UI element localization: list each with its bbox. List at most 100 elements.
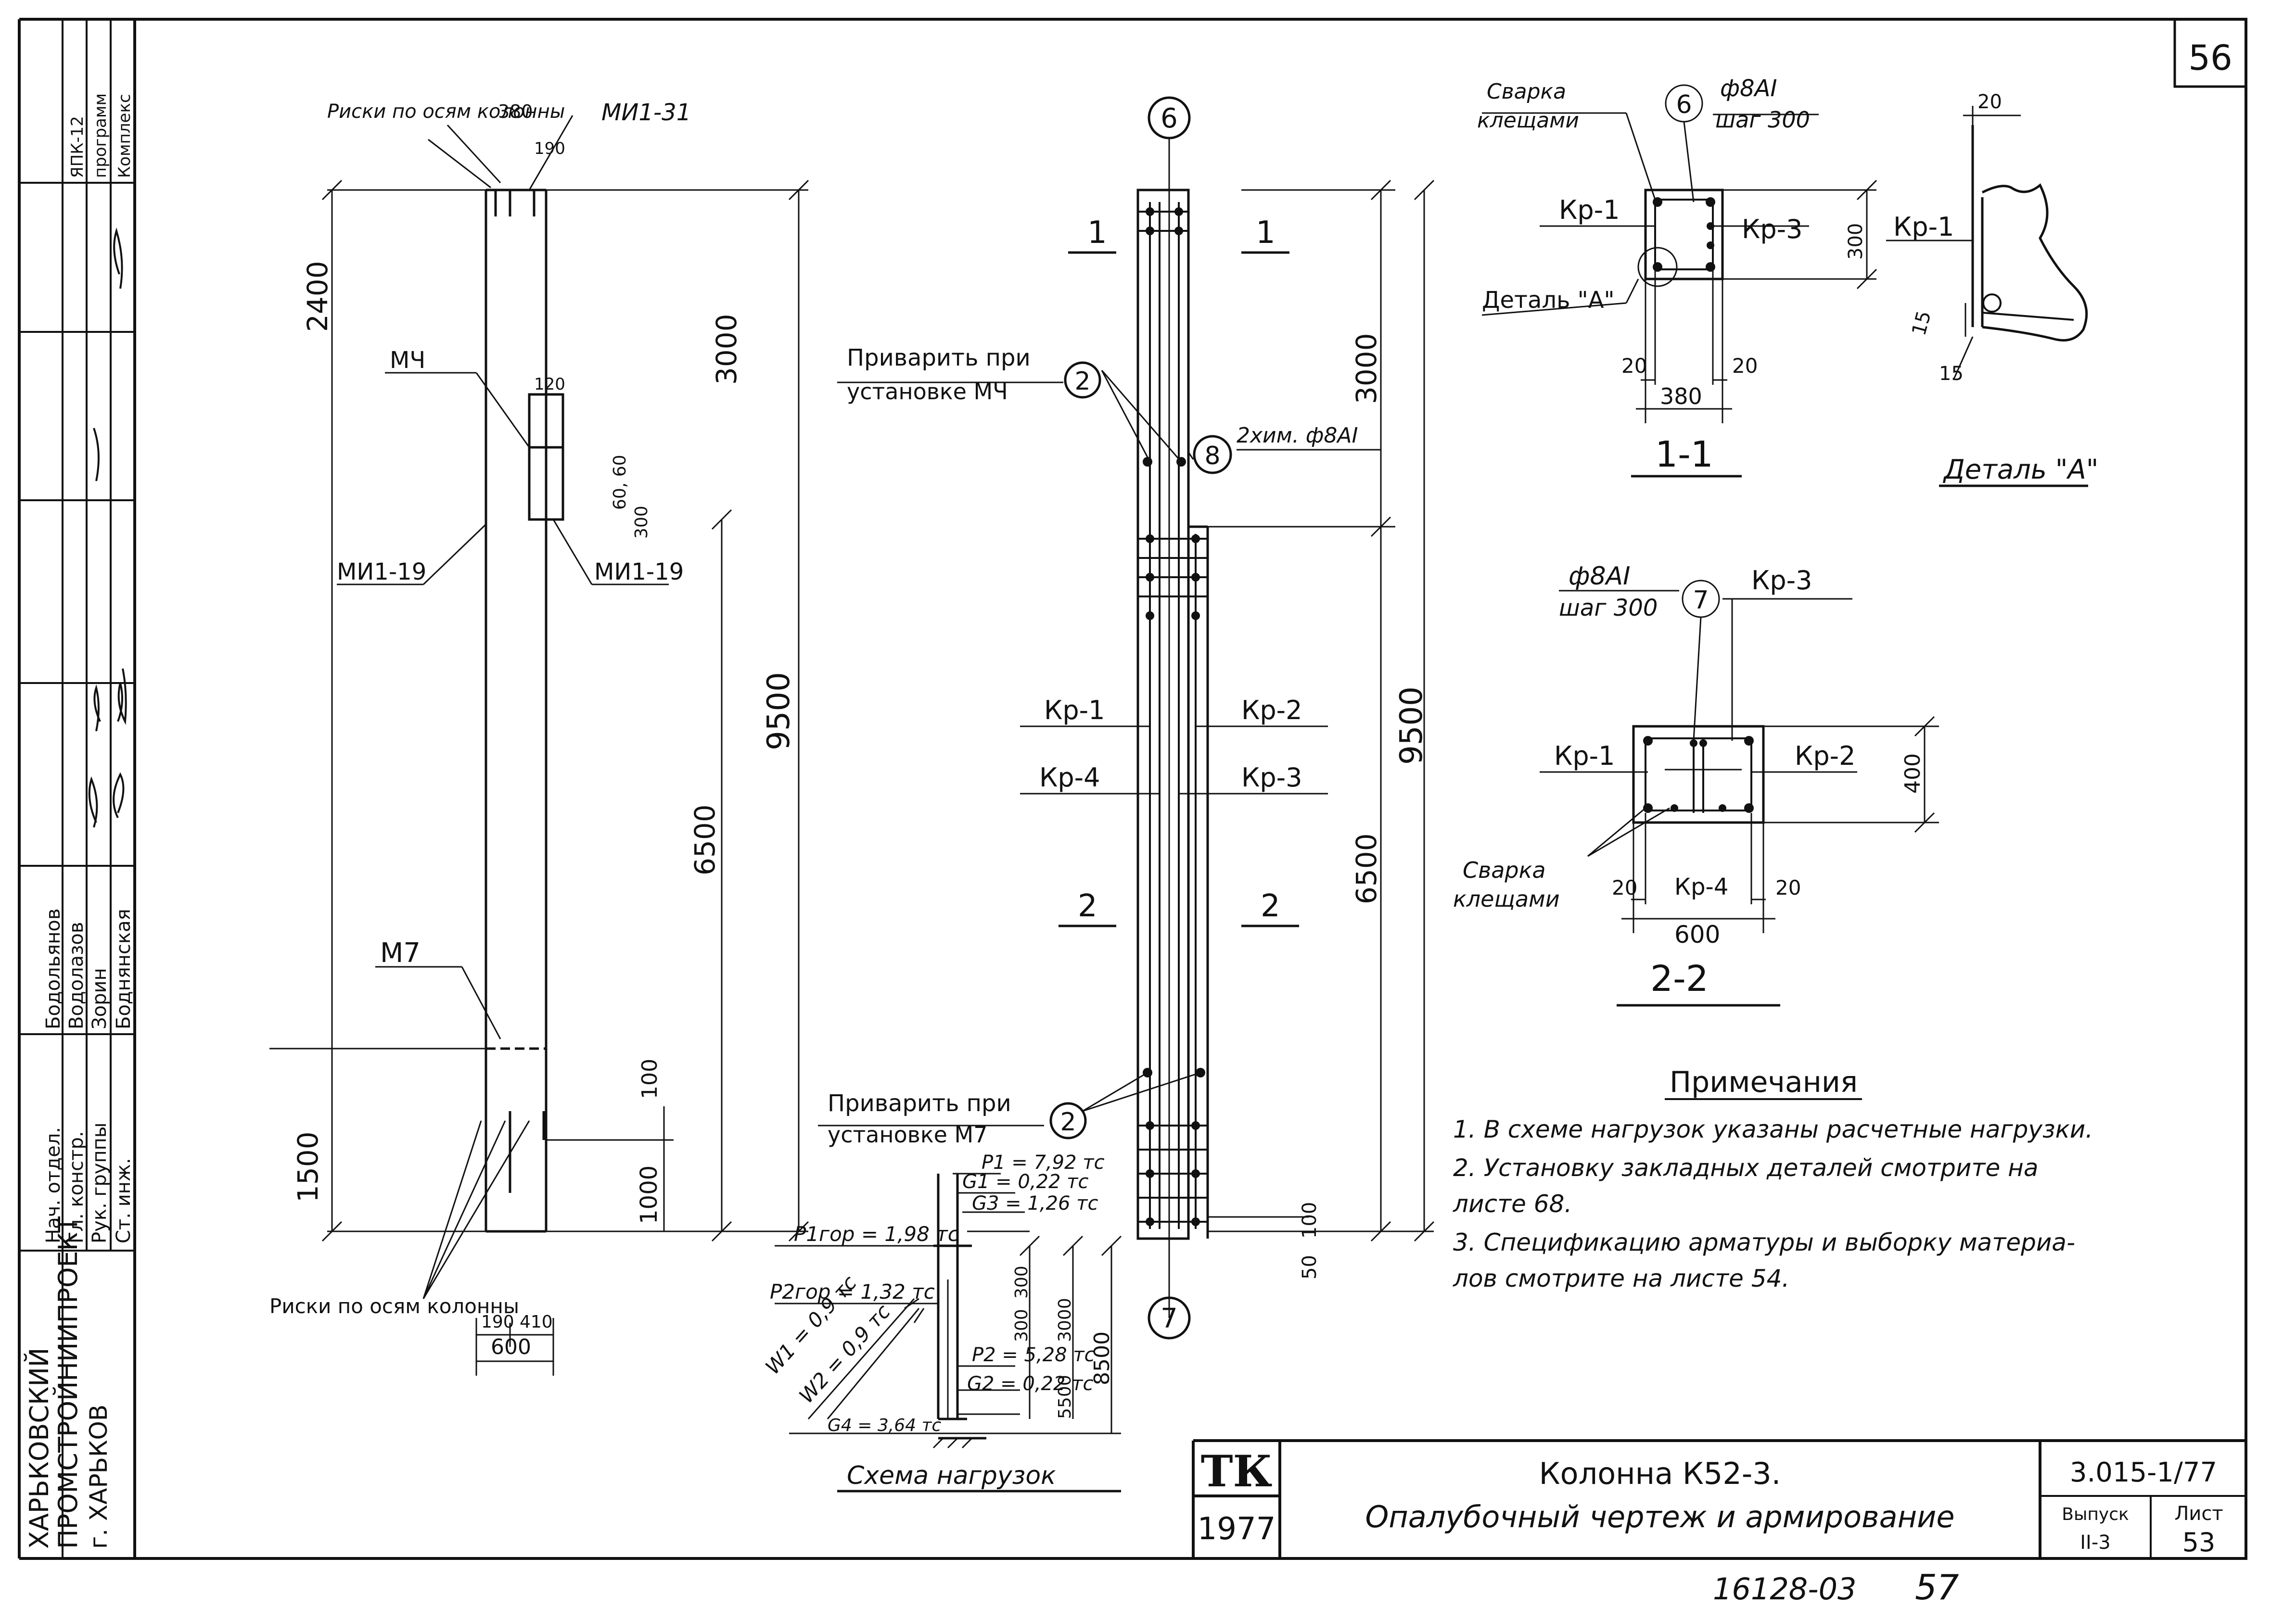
s22-title: 2-2 xyxy=(1650,958,1709,1000)
load-dim-300b: 300 xyxy=(1012,1309,1032,1342)
weld-mch-line1: Приварить при xyxy=(847,344,1031,371)
weld-m7-line1: Приварить при xyxy=(828,1090,1011,1117)
detail-a-dim-15a: 15 xyxy=(1908,309,1936,338)
s22-dim-600: 600 xyxy=(1674,921,1720,949)
cut-1-right: 1 xyxy=(1256,215,1276,251)
stamp-role-3: Гл. констр. xyxy=(65,1131,88,1243)
s22-pos-7: 7 xyxy=(1693,586,1709,615)
dim-60-60: 60, 60 xyxy=(610,455,630,510)
load-p2: P2 = 5,28 тс xyxy=(972,1344,1095,1366)
embed-mch: МЧ xyxy=(390,347,425,374)
cut-2-left: 2 xyxy=(1078,888,1097,924)
s11-dim-380: 380 xyxy=(1660,383,1702,409)
dim-1000: 1000 xyxy=(636,1165,663,1224)
load-g2: G2 = 0,22 тс xyxy=(967,1373,1093,1395)
s11-weld-line2: клещами xyxy=(1477,108,1579,133)
s22-kr4: Кр-4 xyxy=(1674,874,1728,900)
s22-weld-line2: клещами xyxy=(1453,886,1560,912)
title-sheet-label: Лист xyxy=(2174,1503,2223,1525)
note-line-3: листе 68. xyxy=(1453,1190,1572,1218)
title-year: 1977 xyxy=(1198,1511,1276,1547)
reinforcement-elevation xyxy=(1020,96,1435,1340)
load-p2-gor: P2гор = 1,32 тс xyxy=(770,1280,935,1304)
title-line-1: Колонна К52-3. xyxy=(1539,1456,1781,1491)
stamp-name-3: Водолазов xyxy=(65,922,88,1029)
cut-1-left: 1 xyxy=(1087,215,1107,251)
signatures xyxy=(88,228,127,828)
pos-2-bottom: 2 xyxy=(1060,1108,1076,1137)
s11-weld-line1: Сварка xyxy=(1487,79,1566,104)
footer-page: 57 xyxy=(1915,1567,1959,1608)
load-title: Схема нагрузок xyxy=(847,1461,1056,1490)
load-dim-8500: 8500 xyxy=(1090,1331,1114,1385)
stamp-role-2: Рук. группы xyxy=(89,1123,111,1243)
pos-2-top: 2 xyxy=(1074,367,1090,396)
stamp-org-line1: ХАРЬКОВСКИЙ xyxy=(24,1348,54,1549)
s22-step: шаг 300 xyxy=(1559,595,1658,621)
embed-mi1-31: МИ1-31 xyxy=(601,99,691,126)
stamp-name-1: Боднянская xyxy=(113,909,135,1029)
s11-step: шаг 300 xyxy=(1715,107,1810,133)
s11-bar: ф8АI xyxy=(1720,75,1777,102)
side-stamp: ХАРЬКОВСКИЙ ПРОМСТРОЙНИИПРОЕКТ г. ХАРЬКО… xyxy=(19,19,135,1558)
s11-kr3: Кр-3 xyxy=(1742,214,1802,244)
embed-m7: М7 xyxy=(380,937,421,969)
title-line-2: Опалубочный чертеж и армирование xyxy=(1365,1499,1954,1534)
dim-top-380: 380 xyxy=(498,101,533,122)
note-line-2: 2. Установку закладных деталей смотрите … xyxy=(1453,1154,2038,1182)
load-g3: G3 = 1,26 тс xyxy=(972,1192,1098,1215)
s22-dim-20b: 20 xyxy=(1775,876,1801,899)
stamp-top-3: ЯПК-12 xyxy=(68,116,87,178)
detail-a-dim-20: 20 xyxy=(1977,91,2002,113)
dim-100-elev: 100 xyxy=(638,1059,662,1099)
pos-8-circle xyxy=(1193,435,1232,474)
s11-dim-300: 300 xyxy=(1845,223,1867,260)
stamp-org-line3: г. ХАРЬКОВ xyxy=(85,1405,113,1549)
detail-a xyxy=(1886,106,2088,487)
dim-600-bottom: 600 xyxy=(491,1335,531,1359)
load-g1: G1 = 0,22 тс xyxy=(962,1171,1088,1193)
stamp-top-1: Комплекс xyxy=(115,94,134,178)
detail-a-kr1: Кр-1 xyxy=(1893,212,1954,242)
stamp-role-4: Нач. отдел. xyxy=(42,1127,64,1243)
note-line-1: 1. В схеме нагрузок указаны расчетные на… xyxy=(1453,1115,2093,1143)
load-dim-3000: 3000 xyxy=(1055,1298,1075,1342)
load-p1: P1 = 7,92 тс xyxy=(982,1152,1105,1174)
load-p1-gor: P1гор = 1,98 тс xyxy=(794,1222,959,1246)
dim-1500: 1500 xyxy=(292,1131,324,1203)
sheet-frame xyxy=(18,18,2247,1560)
section-1-1 xyxy=(1482,84,1877,478)
dim-6500-elev: 6500 xyxy=(689,804,721,875)
s22-kr1: Кр-1 xyxy=(1554,741,1615,771)
footer-code: 16128-03 xyxy=(1713,1571,1857,1607)
kr1-elev: Кр-1 xyxy=(1044,695,1105,725)
s22-bar: ф8АI xyxy=(1569,562,1630,591)
s22-kr3: Кр-3 xyxy=(1751,565,1812,595)
load-dim-300a: 300 xyxy=(1012,1266,1032,1299)
s11-detail-underline xyxy=(1481,302,1627,316)
section-2-2 xyxy=(1540,580,1939,1007)
title-block xyxy=(1192,1439,2246,1558)
s11-dim-20b: 20 xyxy=(1732,354,1758,378)
stamp-name-4: Бодольянов xyxy=(42,909,64,1029)
dim-6500-reinf: 6500 xyxy=(1350,833,1383,904)
dim-50-reinf: 50 xyxy=(1299,1255,1321,1279)
stamp-top-2: программ xyxy=(91,93,110,178)
s11-dim-20a: 20 xyxy=(1621,354,1647,378)
page-number: 56 xyxy=(2188,38,2232,78)
s22-weld-line1: Сварка xyxy=(1463,857,1546,883)
s22-kr2: Кр-2 xyxy=(1795,741,1855,771)
stamp-name-2: Зорин xyxy=(89,968,111,1029)
dim-120: 120 xyxy=(534,375,565,394)
kr2-elev: Кр-2 xyxy=(1241,695,1302,725)
pos-8-label: 2хим. ф8АI xyxy=(1237,423,1358,448)
axis-7-label: 7 xyxy=(1161,1303,1178,1334)
embed-mi1-19-right: МИ1-19 xyxy=(594,558,684,585)
load-scheme xyxy=(775,1173,1122,1493)
column-elevation xyxy=(269,115,809,1376)
s11-kr1: Кр-1 xyxy=(1559,195,1620,225)
marks-bottom-label: Риски по осям колонны xyxy=(269,1294,519,1318)
pos-2-circle-top xyxy=(1064,361,1101,399)
note-line-4: 3. Спецификацию арматуры и выборку матер… xyxy=(1453,1228,2075,1256)
